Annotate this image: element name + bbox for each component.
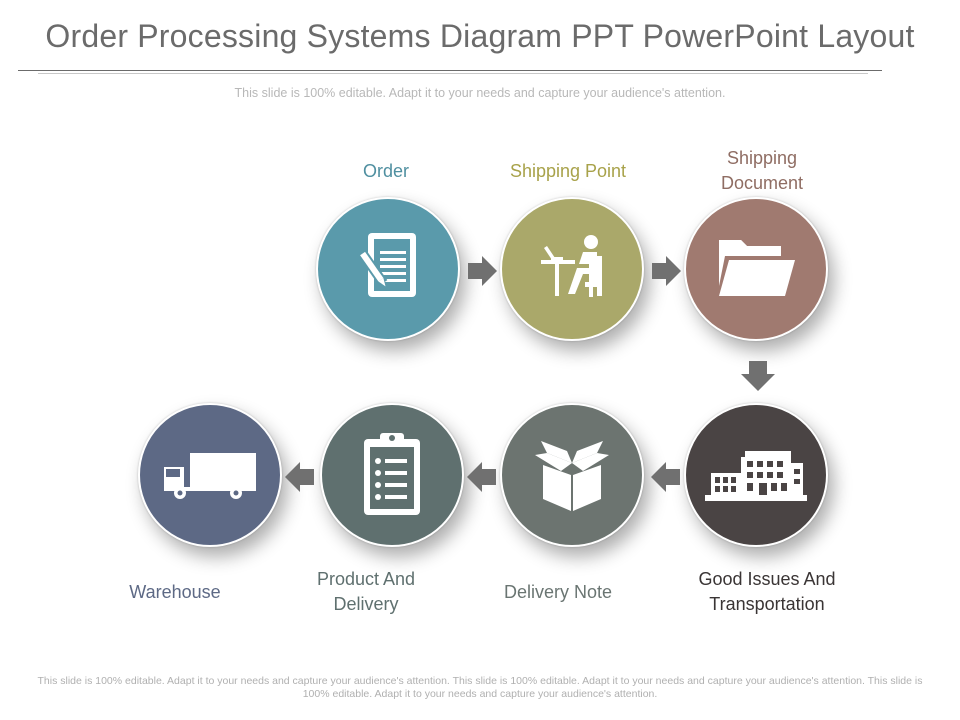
step-label-warehouse-text: Warehouse	[129, 582, 221, 602]
arrow-down	[741, 361, 775, 391]
building-icon	[705, 451, 807, 501]
step-label-delivery-note-text: Delivery Note	[503, 582, 613, 602]
step-node-warehouse	[138, 403, 282, 547]
arrow-left-2	[467, 462, 496, 492]
arrow-right-1	[468, 256, 497, 286]
step-node-product-delivery	[320, 403, 464, 547]
person-at-desk-icon	[541, 235, 602, 297]
step-label-product-delivery: Product And Delivery	[286, 567, 446, 617]
step-node-good-issues	[684, 403, 828, 547]
slide-footer: This slide is 100% editable. Adapt it to…	[37, 675, 923, 700]
clipboard-checklist-icon	[364, 433, 420, 515]
step-node-delivery-note	[500, 403, 644, 547]
slide-title: Order Processing Systems Diagram PPT Pow…	[45, 18, 915, 54]
step-label-product-delivery-line1: Product And	[316, 569, 416, 589]
step-node-shipping-document	[684, 197, 828, 341]
step-label-good-issues-line1: Good Issues And	[698, 569, 836, 589]
step-label-order: Order	[326, 159, 446, 184]
step-label-shipping-document: Shipping Document	[692, 146, 832, 196]
folder-icon	[719, 240, 795, 296]
step-label-shipping-point-text: Shipping Point	[509, 161, 627, 181]
title-divider	[18, 70, 882, 71]
arrow-right-2	[652, 256, 681, 286]
step-node-order	[316, 197, 460, 341]
arrow-left-3	[285, 462, 314, 492]
step-label-delivery-note: Delivery Note	[478, 580, 638, 605]
step-label-shipping-document-line1: Shipping	[726, 148, 798, 168]
document-pen-icon	[357, 233, 416, 297]
step-label-shipping-point: Shipping Point	[488, 159, 648, 184]
slide-subtitle: This slide is 100% editable. Adapt it to…	[234, 86, 726, 100]
step-label-order-text: Order	[362, 161, 409, 181]
truck-icon	[164, 453, 256, 499]
step-label-shipping-document-line2: Document	[720, 173, 804, 193]
step-label-warehouse: Warehouse	[100, 580, 250, 605]
step-label-good-issues-line2: Transportation	[709, 594, 825, 614]
step-node-shipping-point	[500, 197, 644, 341]
arrow-left-1	[651, 462, 680, 492]
step-label-product-delivery-line2: Delivery	[333, 594, 399, 614]
title-divider-secondary	[38, 73, 868, 74]
open-box-icon	[535, 441, 609, 511]
step-label-good-issues: Good Issues And Transportation	[672, 567, 862, 617]
